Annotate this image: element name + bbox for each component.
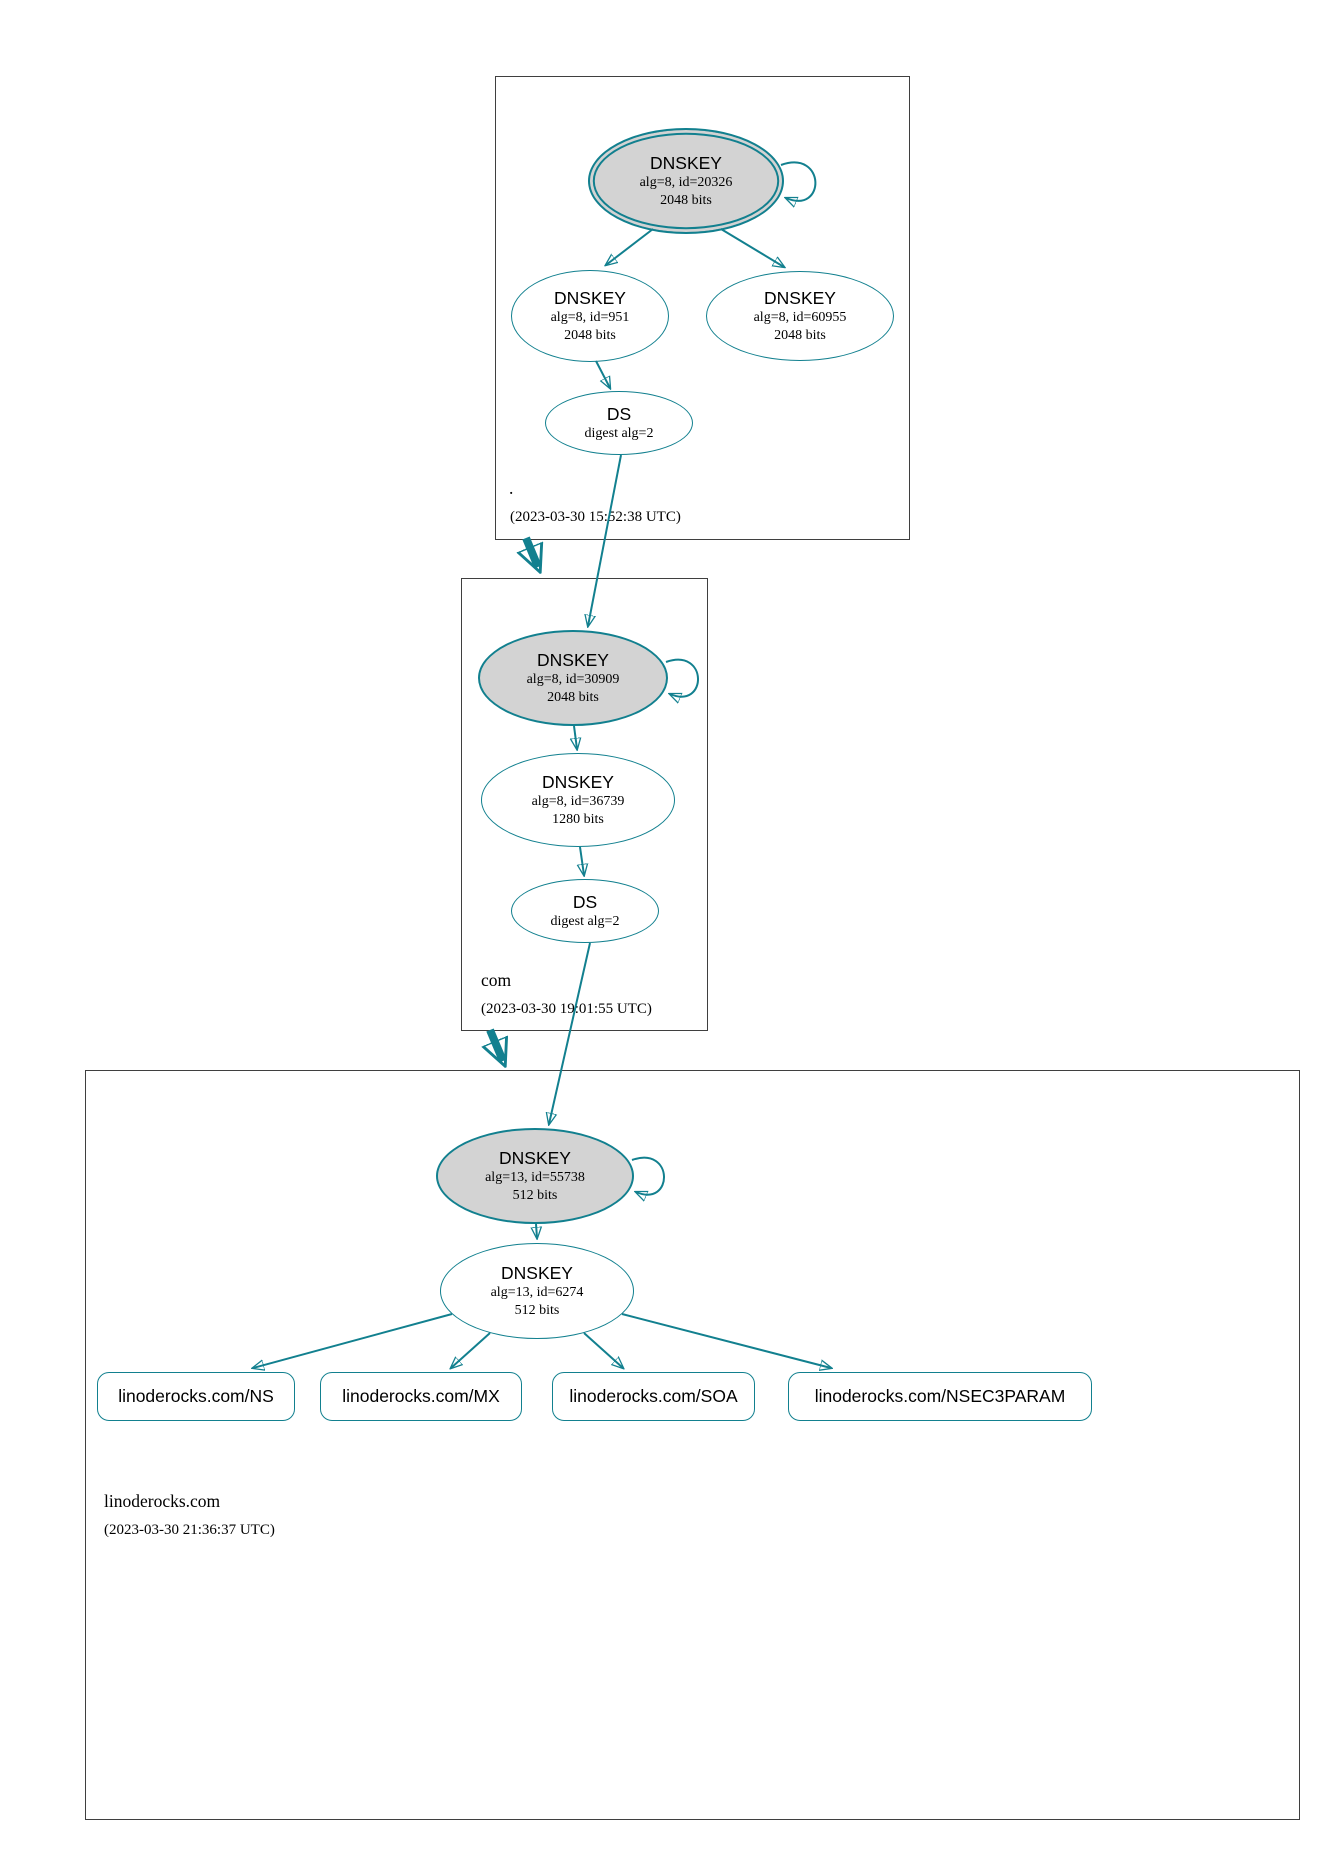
dnskey-bits: 1280 bits: [552, 811, 604, 827]
rrset-label: linoderocks.com/SOA: [569, 1386, 738, 1406]
dnskey-node-root-ksk[interactable]: DNSKEY alg=8, id=20326 2048 bits: [588, 128, 784, 234]
dnskey-node-com-ksk[interactable]: DNSKEY alg=8, id=30909 2048 bits: [478, 630, 668, 726]
dnskey-alg-id: alg=8, id=60955: [753, 310, 847, 325]
dnskey-alg-id: alg=8, id=951: [550, 310, 630, 325]
dnskey-alg-id: alg=8, id=36739: [531, 794, 625, 809]
ds-title: DS: [606, 403, 632, 424]
zone-name-root: .: [509, 478, 514, 498]
dnskey-alg-id: alg=13, id=55738: [485, 1170, 585, 1185]
dnskey-bits: 512 bits: [512, 1187, 558, 1203]
rrset-label: linoderocks.com/NSEC3PARAM: [814, 1386, 1066, 1406]
zone-timestamp-root: (2023-03-30 15:52:38 UTC): [510, 509, 681, 525]
ds-node-com[interactable]: DS digest alg=2: [511, 879, 659, 943]
rrset-node-mx[interactable]: linoderocks.com/MX: [320, 1372, 522, 1421]
ds-digest: digest alg=2: [584, 425, 654, 441]
rrset-node-ns[interactable]: linoderocks.com/NS: [97, 1372, 295, 1421]
zone-name-linoderocks: linoderocks.com: [104, 1491, 221, 1511]
dnskey-bits: 2048 bits: [660, 192, 712, 208]
dnskey-title: DNSKEY: [554, 288, 626, 308]
dnskey-bits: 2048 bits: [774, 327, 826, 343]
zone-box-linoderocks: [85, 1070, 1300, 1820]
dnskey-node-root-zsk-951[interactable]: DNSKEY alg=8, id=951 2048 bits: [511, 270, 669, 362]
dnskey-bits: 512 bits: [514, 1302, 560, 1318]
dnskey-node-root-zsk-60955[interactable]: DNSKEY alg=8, id=60955 2048 bits: [706, 271, 894, 361]
dnskey-node-linoderocks-ksk[interactable]: DNSKEY alg=13, id=55738 512 bits: [436, 1128, 634, 1224]
dnskey-bits: 2048 bits: [564, 327, 616, 343]
dnskey-alg-id: alg=13, id=6274: [490, 1285, 584, 1300]
zone-name-com: com: [481, 970, 512, 990]
ds-digest: digest alg=2: [550, 913, 620, 929]
dnskey-node-linoderocks-zsk-6274[interactable]: DNSKEY alg=13, id=6274 512 bits: [440, 1243, 634, 1339]
dnskey-title: DNSKEY: [499, 1148, 571, 1168]
dnskey-title: DNSKEY: [501, 1263, 573, 1283]
ds-node-root[interactable]: DS digest alg=2: [545, 391, 693, 455]
zone-timestamp-com: (2023-03-30 19:01:55 UTC): [481, 1001, 652, 1017]
delegation-arrow-com-to-linoderocks: [490, 1028, 503, 1061]
ds-title: DS: [572, 891, 598, 912]
zone-box-root: [495, 76, 910, 540]
dnskey-alg-id: alg=8, id=30909: [526, 672, 620, 687]
rrset-node-soa[interactable]: linoderocks.com/SOA: [552, 1372, 755, 1421]
dnskey-title: DNSKEY: [542, 772, 614, 792]
dnskey-node-com-zsk-36739[interactable]: DNSKEY alg=8, id=36739 1280 bits: [481, 753, 675, 847]
rrset-node-nsec3param[interactable]: linoderocks.com/NSEC3PARAM: [788, 1372, 1092, 1421]
delegation-arrow-root-to-com: [526, 536, 538, 567]
dnskey-title: DNSKEY: [650, 153, 722, 173]
dnskey-title: DNSKEY: [764, 288, 836, 308]
dnskey-title: DNSKEY: [537, 650, 609, 670]
zone-timestamp-linoderocks: (2023-03-30 21:36:37 UTC): [104, 1522, 275, 1538]
dnskey-alg-id: alg=8, id=20326: [639, 175, 733, 190]
rrset-label: linoderocks.com/MX: [342, 1386, 500, 1406]
rrset-label: linoderocks.com/NS: [118, 1386, 274, 1406]
dnskey-bits: 2048 bits: [547, 689, 599, 705]
